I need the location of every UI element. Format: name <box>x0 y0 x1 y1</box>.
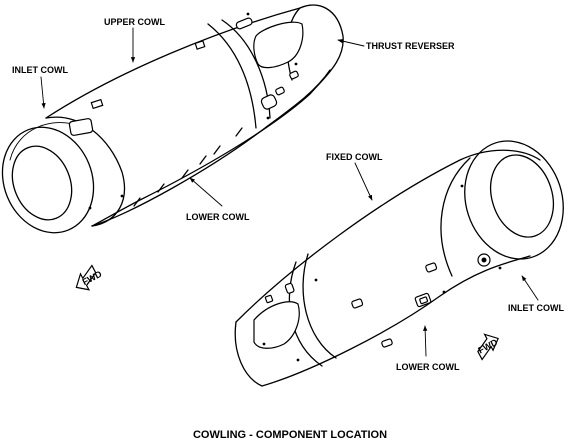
label-inlet-cowl-left: INLET COWL <box>12 65 68 75</box>
leader-lines <box>40 27 539 357</box>
fwd-arrow-right: FWD <box>476 333 500 361</box>
label-fixed-cowl: FIXED COWL <box>326 152 383 162</box>
label-thrust-reverser: THRUST REVERSER <box>366 41 455 51</box>
label-inlet-cowl-right: INLET COWL <box>508 303 564 313</box>
label-lower-cowl-right: LOWER COWL <box>396 362 460 372</box>
label-upper-cowl: UPPER COWL <box>104 17 166 27</box>
fwd-arrow-left: FWD <box>75 264 104 291</box>
figure-caption: COWLING - COMPONENT LOCATION <box>193 429 387 441</box>
label-lower-cowl-left: LOWER COWL <box>186 212 250 222</box>
fwd-label-left: FWD <box>81 268 104 287</box>
right-nacelle <box>234 140 564 387</box>
left-nacelle <box>1 4 344 234</box>
